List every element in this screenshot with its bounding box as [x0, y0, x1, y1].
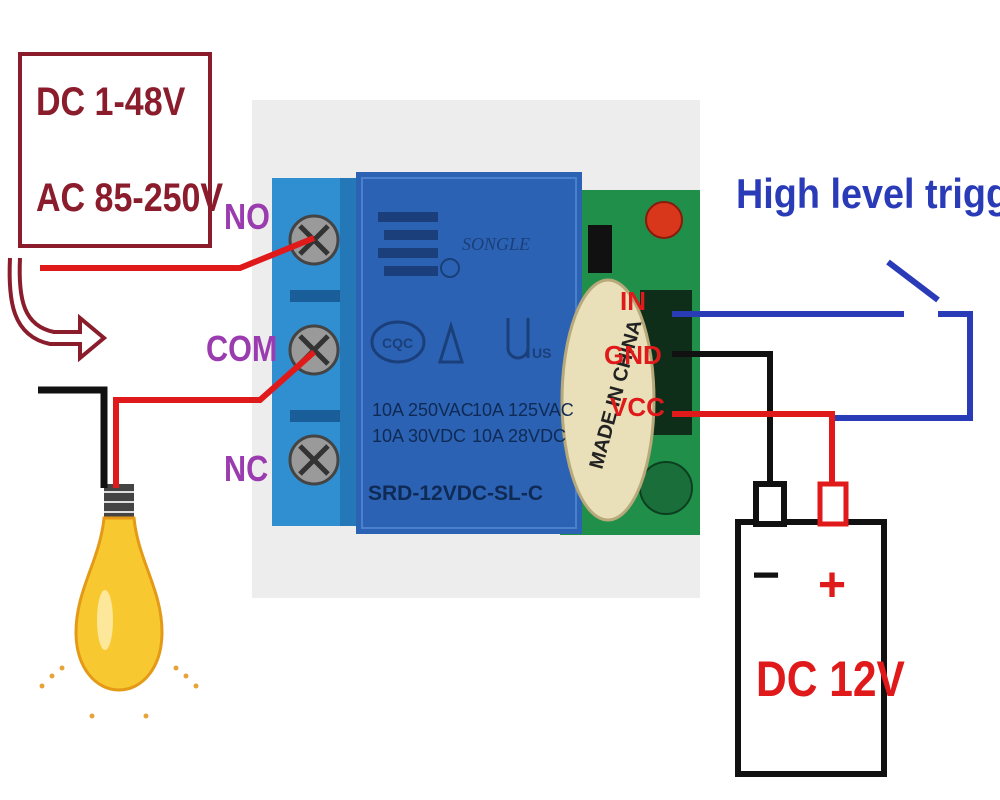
wire-trigger-return: [832, 311, 973, 421]
supply-dc-range: DC 1-48V: [36, 80, 186, 124]
led-resistor: [588, 225, 612, 273]
light-rays-icon: [39, 665, 199, 719]
trigger-switch-lever: [886, 259, 940, 303]
terminal-com-label: COM: [206, 328, 278, 369]
relay-rating-4: 10A 28VDC: [472, 426, 566, 446]
light-bulb-icon: [74, 484, 164, 692]
wire-com-to-bulb: [113, 349, 316, 488]
relay-body: [356, 172, 582, 534]
battery-voltage-label: DC 12V: [756, 651, 905, 707]
battery-minus-sign: −: [752, 549, 781, 602]
warning-triangle-icon: [437, 320, 465, 364]
terminal-no-label: NO: [224, 196, 270, 237]
wire-supply-to-no: [40, 235, 316, 271]
wire-gnd-to-battery: [672, 351, 773, 488]
made-in-disc: [560, 278, 656, 522]
relay-rating-3: 10A 30VDC: [372, 426, 466, 446]
relay-model: SRD-12VDC-SL-C: [368, 482, 543, 505]
led: [645, 201, 683, 239]
screw-nc: [288, 434, 340, 486]
battery-plus-sign: +: [818, 559, 847, 612]
registered-icon: [440, 258, 460, 278]
terminal-nc-label: NC: [224, 448, 269, 489]
supply-ac-range: AC 85-250V: [36, 176, 224, 220]
relay-rating-1: 10A 250VAC: [372, 400, 474, 420]
relay-cert-cqc: CQC: [382, 335, 413, 351]
capacitor: [639, 461, 693, 515]
relay-rating-2: 10A 125VAC: [472, 400, 574, 420]
pin-gnd-label: GND: [604, 340, 662, 370]
pin-vcc-label: VCC: [610, 392, 665, 422]
relay-brand: SONGLE: [462, 234, 530, 254]
wire-bulb-black: [38, 386, 108, 488]
trigger-label: High level trigger: [736, 170, 1000, 217]
battery-icon: [735, 481, 887, 777]
supply-hook-arrow-icon: [7, 257, 108, 363]
songle-logo-icon: [378, 212, 438, 276]
ul-mark-icon: [506, 318, 530, 360]
power-supply-box: [18, 52, 212, 248]
wire-vcc-to-battery: [672, 411, 835, 488]
terminal-block: [272, 178, 362, 526]
relay-cert-us: US: [532, 345, 551, 361]
pin-in-label: IN: [620, 286, 646, 316]
cqc-icon: [370, 320, 426, 364]
